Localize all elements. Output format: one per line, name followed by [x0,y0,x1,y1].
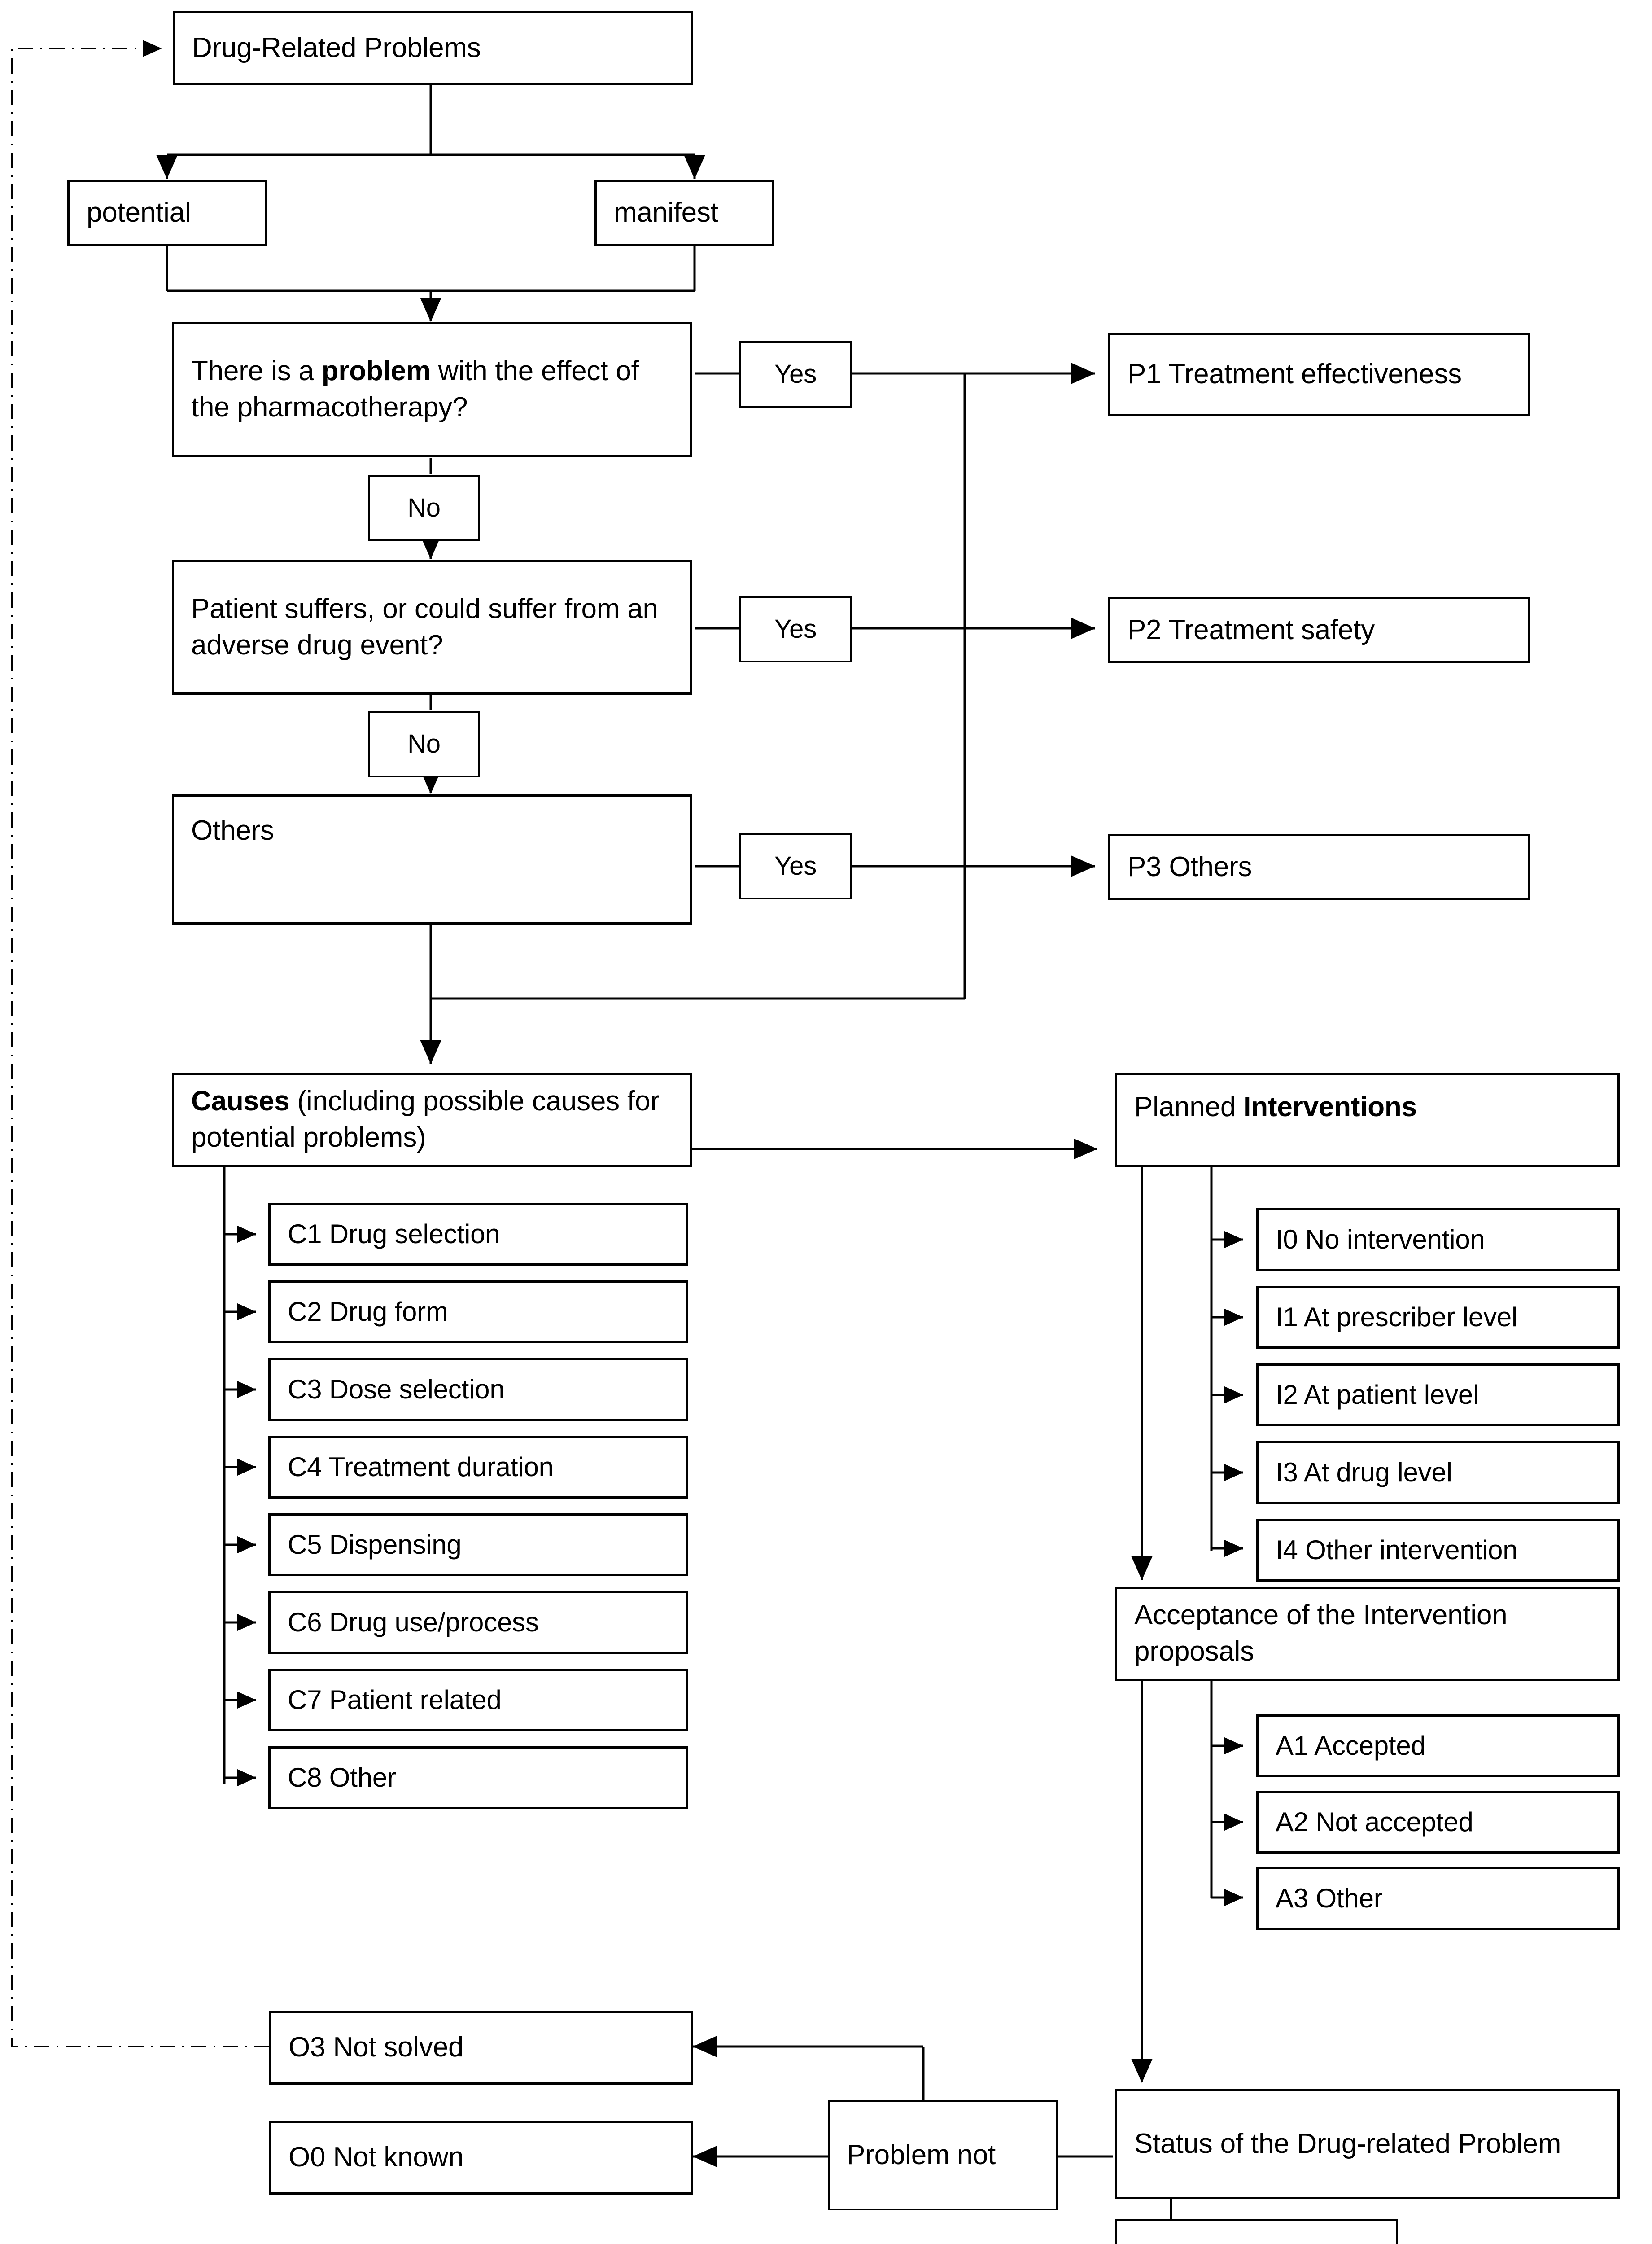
label-yes-2[interactable]: Yes [739,596,852,662]
node-potential[interactable]: potential [67,180,267,246]
node-p2-treatment-safety[interactable]: P2 Treatment safety [1108,597,1530,663]
node-label: I4 Other intervention [1276,1535,1518,1565]
yes-label: Yes [774,851,817,881]
node-a3[interactable]: A3 Other [1256,1867,1620,1930]
node-a2[interactable]: A2 Not accepted [1256,1791,1620,1854]
node-label: C1 Drug selection [288,1219,500,1249]
node-label: I3 At drug level [1276,1457,1452,1487]
node-o3-not-solved[interactable]: O3 Not solved [269,2011,693,2085]
node-label: Problem solved [1134,2242,1388,2244]
node-c6[interactable]: C6 Drug use/process [268,1591,688,1654]
node-label: C3 Dose selection [288,1374,505,1404]
node-label: C4 Treatment duration [288,1452,554,1482]
node-label: A3 Other [1276,1883,1383,1913]
node-label: Planned Interventions [1134,1091,1417,1122]
no-label: No [407,493,441,523]
node-causes-header[interactable]: Causes (including possible causes for po… [172,1073,692,1167]
node-label: O3 Not solved [288,2032,464,2063]
node-label: P3 Others [1128,851,1252,882]
node-label: C7 Patient related [288,1685,502,1715]
decision-text: Patient suffers, or could suffer from an… [191,593,658,661]
node-c7[interactable]: C7 Patient related [268,1669,688,1731]
node-c1[interactable]: C1 Drug selection [268,1203,688,1266]
decision-text: Others [191,815,274,846]
yes-label: Yes [774,359,817,389]
node-label: I0 No intervention [1276,1224,1485,1254]
node-label: Problem not [847,2139,996,2171]
node-c2[interactable]: C2 Drug form [268,1280,688,1343]
decision-text: There is a problem with the effect of th… [191,355,639,423]
node-label: C6 Drug use/process [288,1607,539,1637]
node-label: C5 Dispensing [288,1530,462,1560]
node-problem-solved[interactable]: Problem solved [1115,2219,1398,2244]
node-label: A2 Not accepted [1276,1807,1473,1837]
node-label: I2 At patient level [1276,1380,1479,1410]
decision-others[interactable]: Others [172,794,692,925]
decision-adverse-drug-event[interactable]: Patient suffers, or could suffer from an… [172,560,692,695]
node-manifest[interactable]: manifest [594,180,774,246]
node-i0[interactable]: I0 No intervention [1256,1208,1620,1271]
label-no-1[interactable]: No [368,475,480,541]
node-c5[interactable]: C5 Dispensing [268,1513,688,1576]
node-p3-others[interactable]: P3 Others [1108,834,1530,900]
label-yes-3[interactable]: Yes [739,833,852,899]
node-i4[interactable]: I4 Other intervention [1256,1519,1620,1582]
node-status-header[interactable]: Status of the Drug-related Problem [1115,2089,1620,2199]
node-label: P1 Treatment effectiveness [1128,359,1462,390]
node-label: manifest [614,197,718,228]
node-label: O0 Not known [288,2142,464,2173]
node-label: Acceptance of the Intervention proposals [1134,1600,1508,1667]
node-i2[interactable]: I2 At patient level [1256,1363,1620,1426]
node-label: P2 Treatment safety [1128,614,1375,645]
node-c4[interactable]: C4 Treatment duration [268,1436,688,1499]
node-label: C8 Other [288,1762,396,1793]
yes-label: Yes [774,614,817,644]
label-no-2[interactable]: No [368,711,480,777]
node-label: potential [87,197,191,228]
node-label: Causes (including possible causes for po… [191,1086,660,1153]
node-i3[interactable]: I3 At drug level [1256,1441,1620,1504]
label-yes-1[interactable]: Yes [739,341,852,408]
node-label: C2 Drug form [288,1297,448,1327]
decision-problem-effect[interactable]: There is a problem with the effect of th… [172,322,692,457]
node-problem-not[interactable]: Problem not [828,2100,1058,2210]
node-a1[interactable]: A1 Accepted [1256,1714,1620,1777]
node-label: Status of the Drug-related Problem [1134,2128,1561,2160]
node-c8[interactable]: C8 Other [268,1746,688,1809]
node-c3[interactable]: C3 Dose selection [268,1358,688,1421]
node-label: I1 At prescriber level [1276,1302,1518,1332]
node-label: Drug-Related Problems [192,32,481,64]
node-drug-related-problems[interactable]: Drug-Related Problems [173,11,693,85]
node-p1-treatment-effectiveness[interactable]: P1 Treatment effectiveness [1108,333,1530,416]
node-label: A1 Accepted [1276,1731,1426,1761]
node-interventions-header[interactable]: Planned Interventions [1115,1073,1620,1167]
no-label: No [407,729,441,759]
node-o0-not-known[interactable]: O0 Not known [269,2121,693,2195]
node-i1[interactable]: I1 At prescriber level [1256,1286,1620,1349]
node-acceptance-header[interactable]: Acceptance of the Intervention proposals [1115,1587,1620,1681]
